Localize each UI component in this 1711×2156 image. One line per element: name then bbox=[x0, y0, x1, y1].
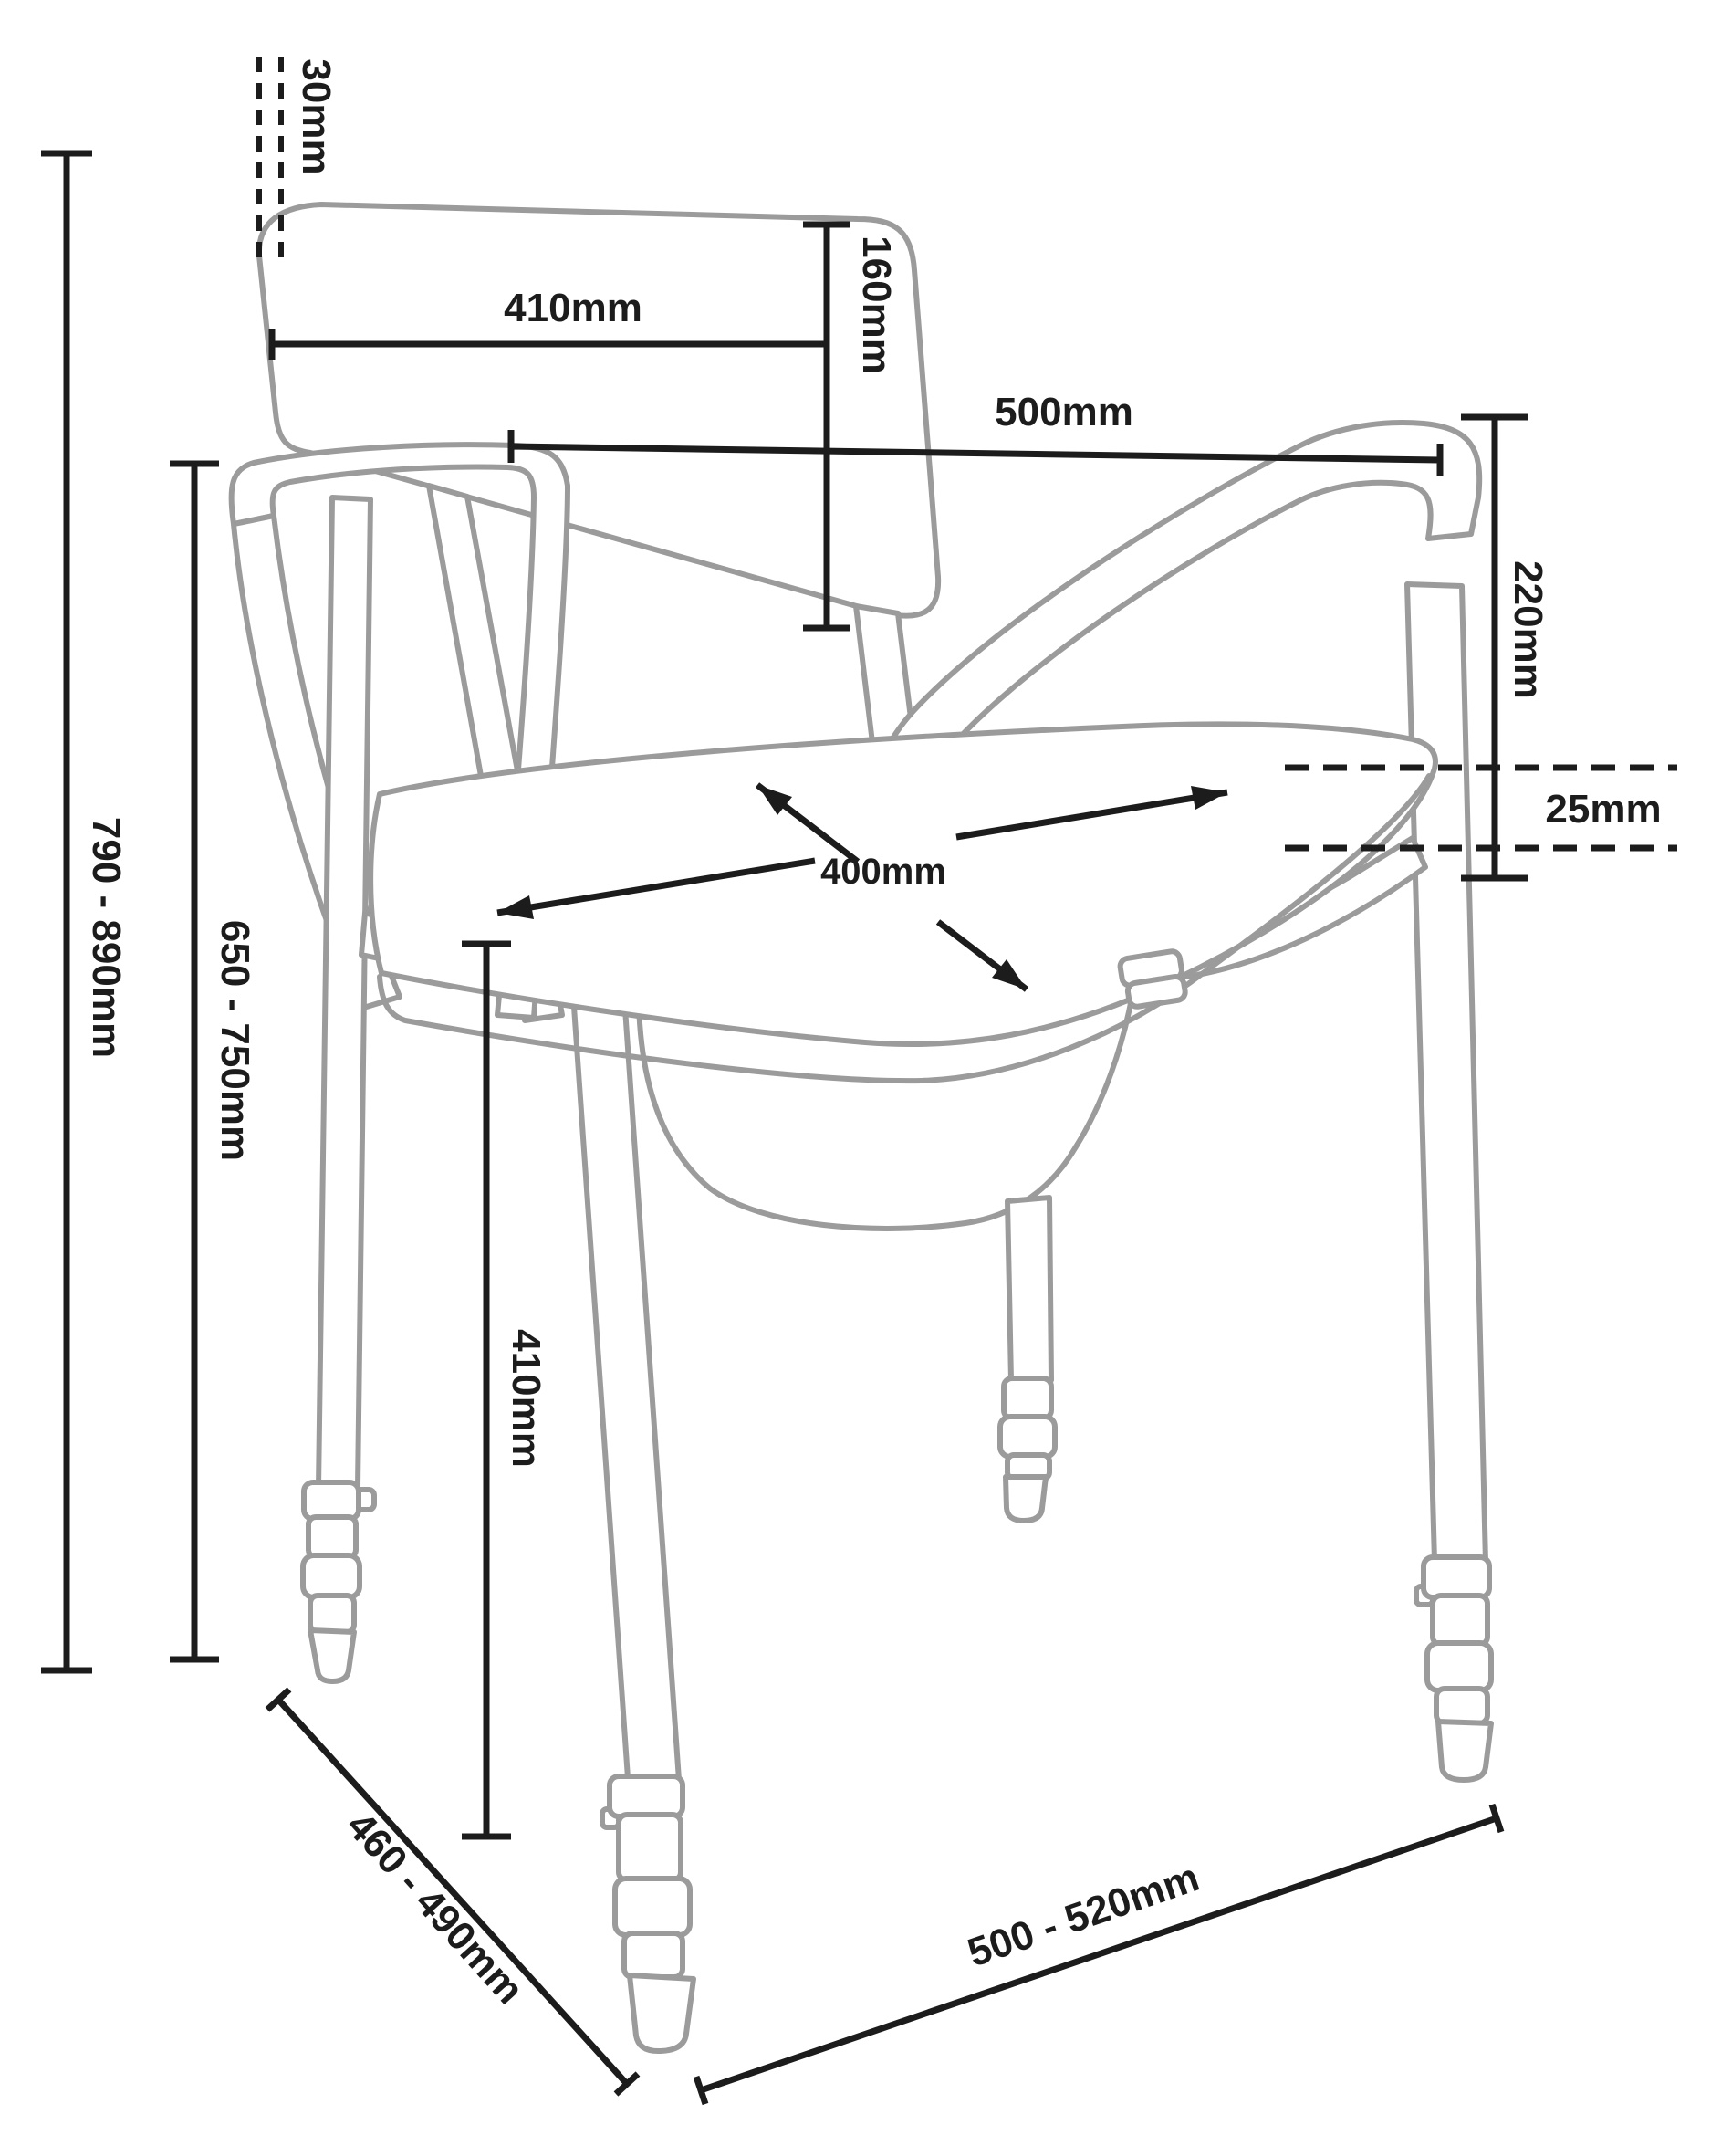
backrest-thickness-dashes bbox=[256, 57, 284, 267]
front-left-foot bbox=[600, 1774, 696, 2055]
rear-right-leg bbox=[1404, 581, 1488, 1565]
dim-label-overall-height: 790 - 890mm bbox=[84, 817, 129, 1058]
armrest-width-line bbox=[507, 430, 1444, 476]
dim-label-backrest-height: 160mm bbox=[854, 235, 899, 374]
overall-height-line bbox=[41, 150, 92, 1674]
dim-label-seat-size: 400mm bbox=[820, 852, 946, 892]
dim-label-backrest-width: 410mm bbox=[504, 286, 642, 330]
dim-label-armrest-width: 500mm bbox=[995, 390, 1133, 434]
frame-width-line bbox=[693, 1803, 1505, 2106]
rear-right-foot bbox=[1414, 1554, 1494, 1783]
frame-depth-line bbox=[265, 1687, 641, 2097]
backrest-height-line bbox=[803, 221, 850, 632]
rail-clamp bbox=[1117, 948, 1188, 1010]
front-right-leg bbox=[1005, 1195, 1054, 1383]
dim-label-seat-to-armrest: 220mm bbox=[1506, 560, 1550, 699]
cushion-thickness-dashes bbox=[1285, 764, 1677, 852]
seat-cushion-front-edge bbox=[377, 773, 1432, 1084]
backrest-width-line bbox=[268, 329, 827, 360]
floor-to-armrest-line bbox=[170, 460, 219, 1663]
arrow-up-left-icon bbox=[757, 785, 792, 815]
floor-to-seat-line bbox=[462, 940, 511, 1840]
front-right-foot bbox=[997, 1376, 1058, 1523]
seat-to-armrest-line bbox=[1461, 413, 1528, 882]
chair-line-art bbox=[228, 202, 1494, 2055]
right-armrest bbox=[847, 420, 1483, 959]
rear-left-leg bbox=[316, 495, 373, 1491]
arrow-down-right-icon bbox=[992, 959, 1027, 989]
dim-label-floor-to-armrest: 650 - 750mm bbox=[213, 920, 257, 1161]
arrow-left-icon bbox=[497, 895, 534, 919]
dim-label-floor-to-seat: 410mm bbox=[504, 1329, 548, 1468]
arrow-right-icon bbox=[1191, 786, 1227, 810]
dim-label-cushion-thickness: 25mm bbox=[1545, 787, 1661, 832]
dim-label-backrest-thickness: 30mm bbox=[294, 58, 339, 174]
rear-left-foot bbox=[300, 1480, 377, 1684]
seat-size-arrow-width bbox=[496, 789, 1228, 916]
